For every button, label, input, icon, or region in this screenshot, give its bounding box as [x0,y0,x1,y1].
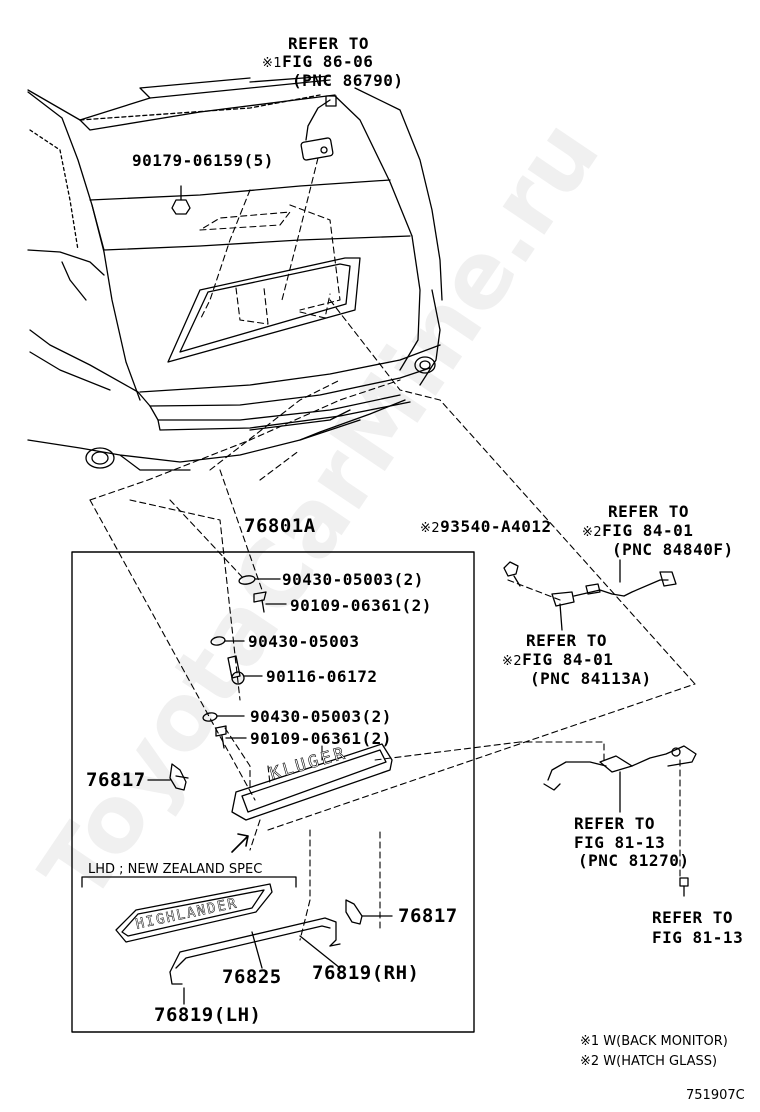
ref-right4-line1: REFER TO [652,908,734,927]
ref-right3-line1: REFER TO [574,814,656,833]
part-a6: 90109-06361(2) [250,729,392,748]
part-90179: 90179-06159(5) [132,151,274,170]
part-a2: 90109-06361(2) [290,596,432,615]
ref-right2-line3: (PNC 84113A) [530,669,652,688]
part-93540-mark: ※2 [420,521,441,536]
ref-right2-fig: FIG 84-01 [522,650,614,669]
ref-right2-line1: REFER TO [526,631,608,650]
fastener-a1 [238,575,281,585]
part-a1: 90430-05003(2) [282,570,424,589]
ref-top-line1: REFER TO [288,34,370,53]
highlander-garnish [115,883,273,943]
hatch-glass-harness [503,559,677,631]
ref-right2-line2: ※2FIG 84-01 [502,651,613,671]
fastener-a2 [253,591,287,613]
license-lamp-harness [543,745,697,813]
ref-right3-line2: FIG 81-13 [574,833,666,852]
part-clip-left: 76817 [86,769,146,791]
moulding-76825 [169,917,341,985]
box-label: 76801A [244,515,316,537]
note-1: ※1 W(BACK MONITOR) [580,1034,728,1049]
part-clip-right: 76817 [398,905,458,927]
fastener-a6 [215,725,247,749]
ref-right3-line3: (PNC 81270) [578,851,690,870]
ref-top-fig: FIG 86-06 [282,52,374,71]
ref-right2-mark: ※2 [502,654,523,669]
ref-right1-fig: FIG 84-01 [602,521,694,540]
ref-right1-line1: REFER TO [608,502,690,521]
ref-top-mark: ※1 [262,56,283,71]
part-93540-number: 93540-A4012 [440,517,552,536]
ref-right1-line3: (PNC 84840F) [612,540,734,559]
ref-right4-line2: FIG 81-13 [652,928,744,947]
region-note: LHD ; NEW ZEALAND SPEC [88,862,263,877]
screw-81-13 [679,877,689,897]
ref-right1-line2: ※2FIG 84-01 [582,522,693,542]
ref-top-line2: ※1FIG 86-06 [262,53,373,73]
part-a3: 90430-05003 [248,632,360,651]
fastener-a3 [210,636,245,646]
vehicle-rear-outline [27,75,443,471]
part-93540: ※293540-A4012 [420,518,552,538]
kluger-garnish [231,743,393,821]
clip-76817-right [345,899,393,925]
figure-code: 751907C [686,1088,745,1103]
part-a4: 90116-06172 [266,667,378,686]
fastener-a5 [202,712,245,722]
parts-box [71,551,475,1033]
note-2: ※2 W(HATCH GLASS) [580,1054,718,1069]
clip-76817-left [147,763,189,791]
part-garnish: 76825 [222,966,282,988]
ref-right1-mark: ※2 [582,525,603,540]
nut-90179 [171,185,191,215]
part-clip-rh: 76819(RH) [312,962,420,984]
part-clip-lh: 76819(LH) [154,1004,262,1026]
fastener-a4 [227,655,263,685]
ref-top-line3: (PNC 86790) [292,71,404,90]
back-monitor-camera [300,95,337,161]
part-a5: 90430-05003(2) [250,707,392,726]
